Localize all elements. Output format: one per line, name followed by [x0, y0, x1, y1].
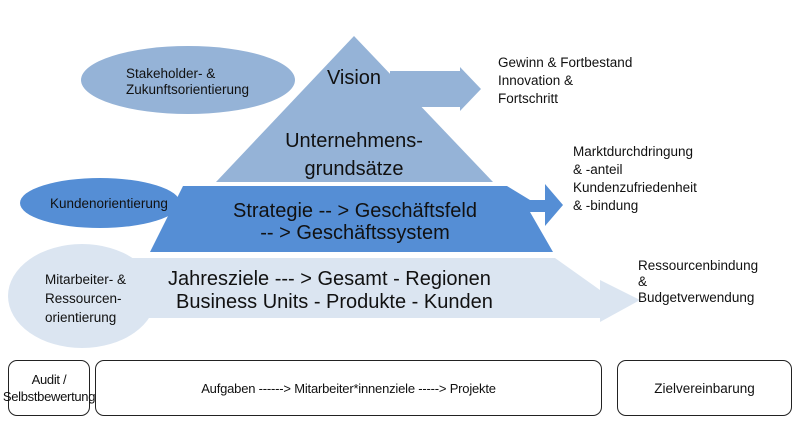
annual-goals-band [120, 258, 640, 322]
stakeholder-orientation-line1: Stakeholder- & [126, 66, 216, 81]
customer-orientation-ellipse [20, 178, 180, 228]
vision-label: Vision [326, 67, 382, 89]
principles-label-line2: grundsätze [304, 158, 404, 180]
agreement-box: Zielvereinbarung [617, 360, 792, 416]
customer-orientation-label: Kundenorientierung [50, 196, 168, 211]
strategy-outcome-line4: & -bindung [573, 198, 639, 213]
stakeholder-orientation-line2: Zukunftsorientierung [126, 82, 250, 97]
stakeholder-orientation-ellipse [81, 46, 295, 114]
annual-outcome-line2: & [638, 274, 648, 289]
audit-box: Audit / Selbstbewertung [3, 360, 95, 416]
strategy-outcome-line1: Marktdurchdringung [573, 144, 694, 159]
employee-orientation-ellipse [8, 244, 156, 348]
audit-label-line1: Audit / [31, 372, 67, 387]
vision-outcome-line2: Innovation & [498, 73, 574, 88]
employee-orientation-line1: Mitarbeiter- & [45, 272, 127, 287]
vision-triangle [216, 36, 493, 182]
audit-label-line2: Selbstbewertung [2, 389, 96, 404]
employee-orientation-line2: Ressourcen- [45, 291, 122, 306]
strategy-band [150, 184, 563, 252]
strategy-outcome-line2: & -anteil [573, 162, 623, 177]
strategy-outcome-line3: Kundenzufriedenheit [573, 180, 697, 195]
strategy-label-line1: Strategie -- > Geschäftsfeld [232, 200, 477, 222]
annual-goals-label-line1: Jahresziele --- > Gesamt - Regionen [168, 268, 491, 290]
annual-goals-label-line2: Business Units - Produkte - Kunden [176, 291, 493, 313]
employee-orientation-line3: orientierung [45, 310, 117, 325]
process-label: Aufgaben ------> Mitarbeiter*innenziele … [201, 380, 496, 396]
annual-outcome-line3: Budgetverwendung [638, 290, 755, 305]
process-box: Aufgaben ------> Mitarbeiter*innenziele … [95, 360, 602, 416]
vision-arrow [390, 67, 481, 111]
strategy-label-line2: -- > Geschäftssystem [260, 222, 450, 244]
vision-outcome-line3: Fortschritt [498, 91, 559, 106]
vision-outcome-line1: Gewinn & Fortbestand [498, 55, 633, 70]
annual-outcome-line1: Ressourcenbindung [638, 258, 759, 273]
agreement-label: Zielvereinbarung [654, 380, 755, 396]
principles-label-line1: Unternehmens- [285, 130, 423, 152]
